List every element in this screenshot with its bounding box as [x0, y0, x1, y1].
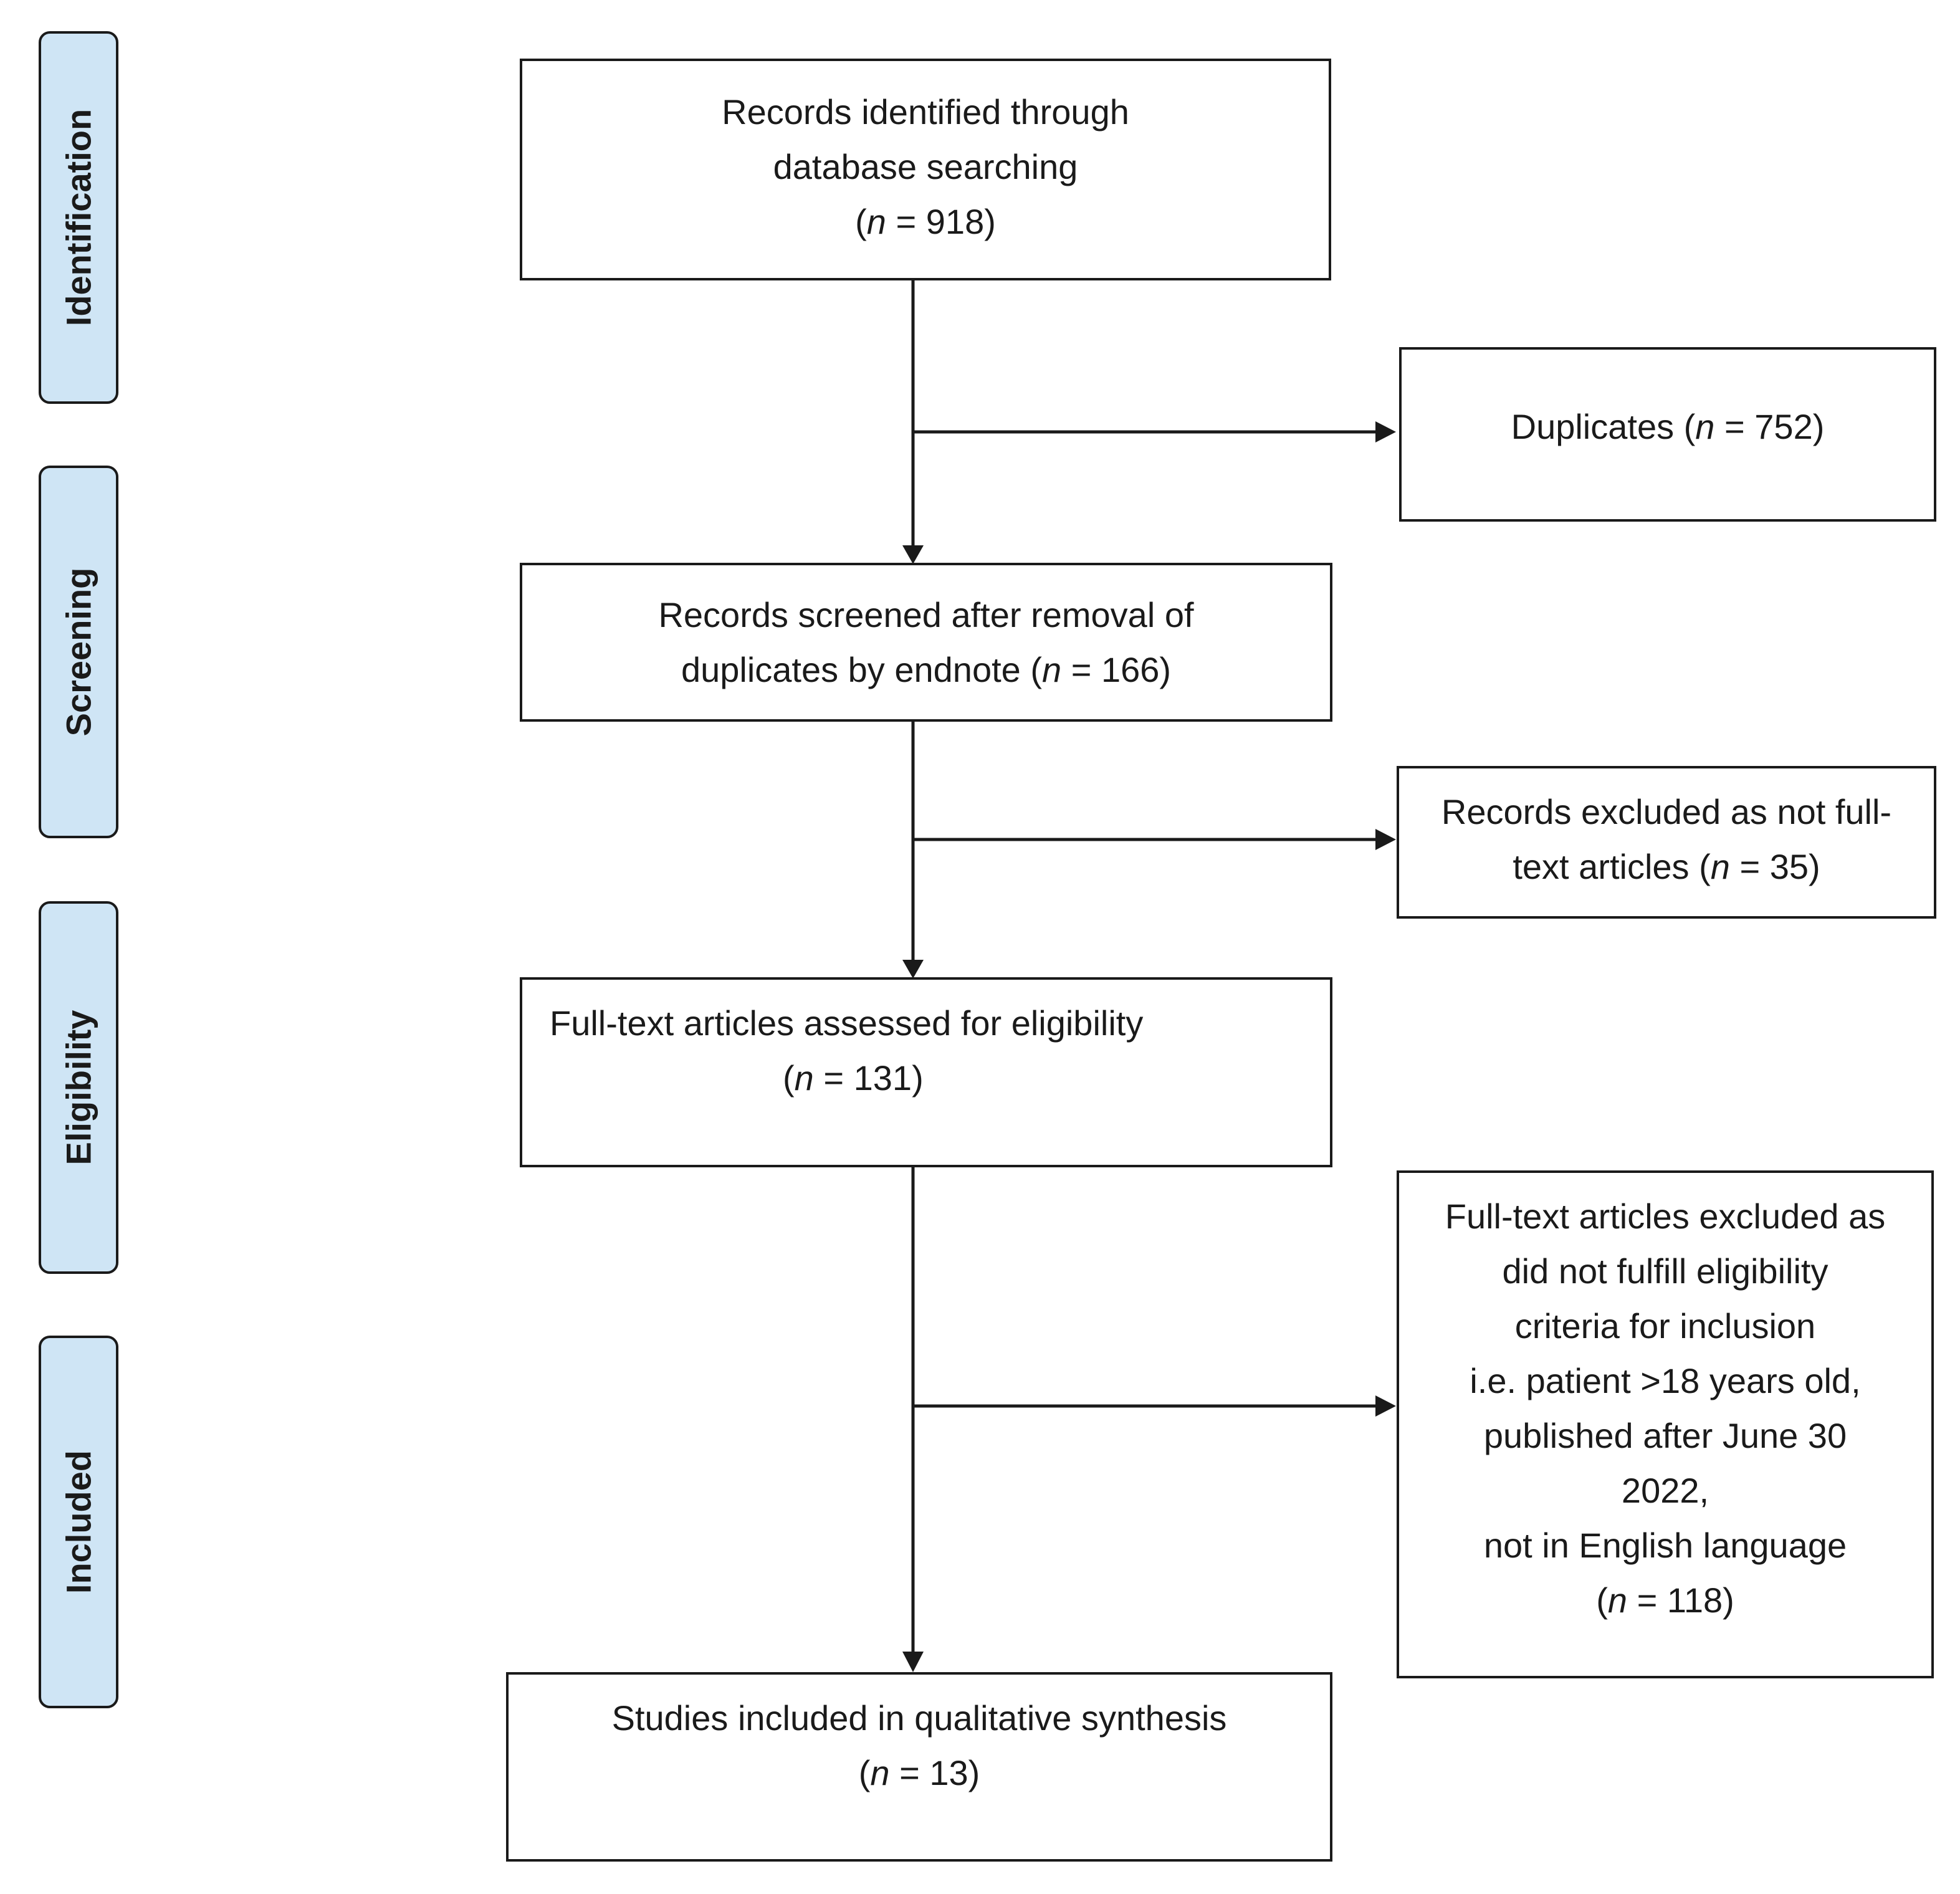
assessed-line-1: Full-text articles assessed for eligibil… — [550, 1003, 1144, 1043]
arrowhead-to-eligibility — [902, 960, 924, 978]
stage-eligibility-label: Eligibility — [59, 1010, 98, 1165]
excluded-ineligible-line-4: i.e. patient >18 years old, — [1470, 1361, 1861, 1400]
arrowhead-to-excluded-not-full-text — [1375, 829, 1396, 850]
stage-included-label: Included — [59, 1450, 98, 1594]
excluded-ineligible-line-2: did not fulfill eligibility — [1502, 1251, 1829, 1291]
screened-line-2: duplicates by endnote (n = 166) — [681, 650, 1172, 689]
duplicates-label: Duplicates (n = 752) — [1511, 407, 1825, 446]
excluded-ineligible-line-7: not in English language — [1483, 1526, 1847, 1565]
stage-included: Included — [39, 1336, 118, 1708]
box-excluded-not-full-text: Records excluded as not full- text artic… — [1397, 766, 1936, 919]
arrowhead-to-included — [902, 1652, 924, 1672]
identified-line-2: database searching — [773, 147, 1078, 186]
excluded-ineligible-line-5: published after June 30 — [1483, 1416, 1847, 1455]
box-duplicates: Duplicates (n = 752) — [1399, 347, 1936, 522]
identified-count: (n = 918) — [855, 202, 996, 241]
arrowhead-to-screened — [902, 545, 924, 564]
included-line-1: Studies included in qualitative synthesi… — [611, 1698, 1227, 1738]
excluded-ineligible-line-3: criteria for inclusion — [1514, 1306, 1816, 1346]
assessed-count: (n = 131) — [783, 1058, 924, 1098]
box-full-text-assessed: Full-text articles assessed for eligibil… — [520, 977, 1332, 1167]
box-excluded-ineligible: Full-text articles excluded as did not f… — [1397, 1170, 1934, 1678]
box-studies-included: Studies included in qualitative synthesi… — [506, 1672, 1332, 1862]
arrowhead-to-excluded-ineligible — [1375, 1395, 1396, 1417]
arrowhead-to-duplicates — [1375, 421, 1396, 442]
excluded-ineligible-line-1: Full-text articles excluded as — [1445, 1197, 1886, 1236]
screened-line-1: Records screened after removal of — [658, 595, 1194, 634]
excluded-ineligible-count: (n = 118) — [1596, 1581, 1734, 1620]
identified-line-1: Records identified through — [722, 92, 1129, 132]
stage-screening-label: Screening — [59, 567, 98, 737]
excluded-not-full-text-line-2: text articles (n = 35) — [1513, 847, 1820, 886]
excluded-ineligible-line-6: 2022, — [1621, 1471, 1709, 1510]
stage-identification-label: Identification — [59, 108, 98, 327]
included-count: (n = 13) — [858, 1753, 980, 1792]
excluded-not-full-text-line-1: Records excluded as not full- — [1441, 792, 1892, 831]
stage-identification: Identification — [39, 31, 118, 404]
stage-eligibility: Eligibility — [39, 901, 118, 1274]
box-records-screened: Records screened after removal of duplic… — [520, 563, 1332, 722]
stage-screening: Screening — [39, 466, 118, 838]
box-records-identified: Records identified through database sear… — [520, 59, 1331, 280]
